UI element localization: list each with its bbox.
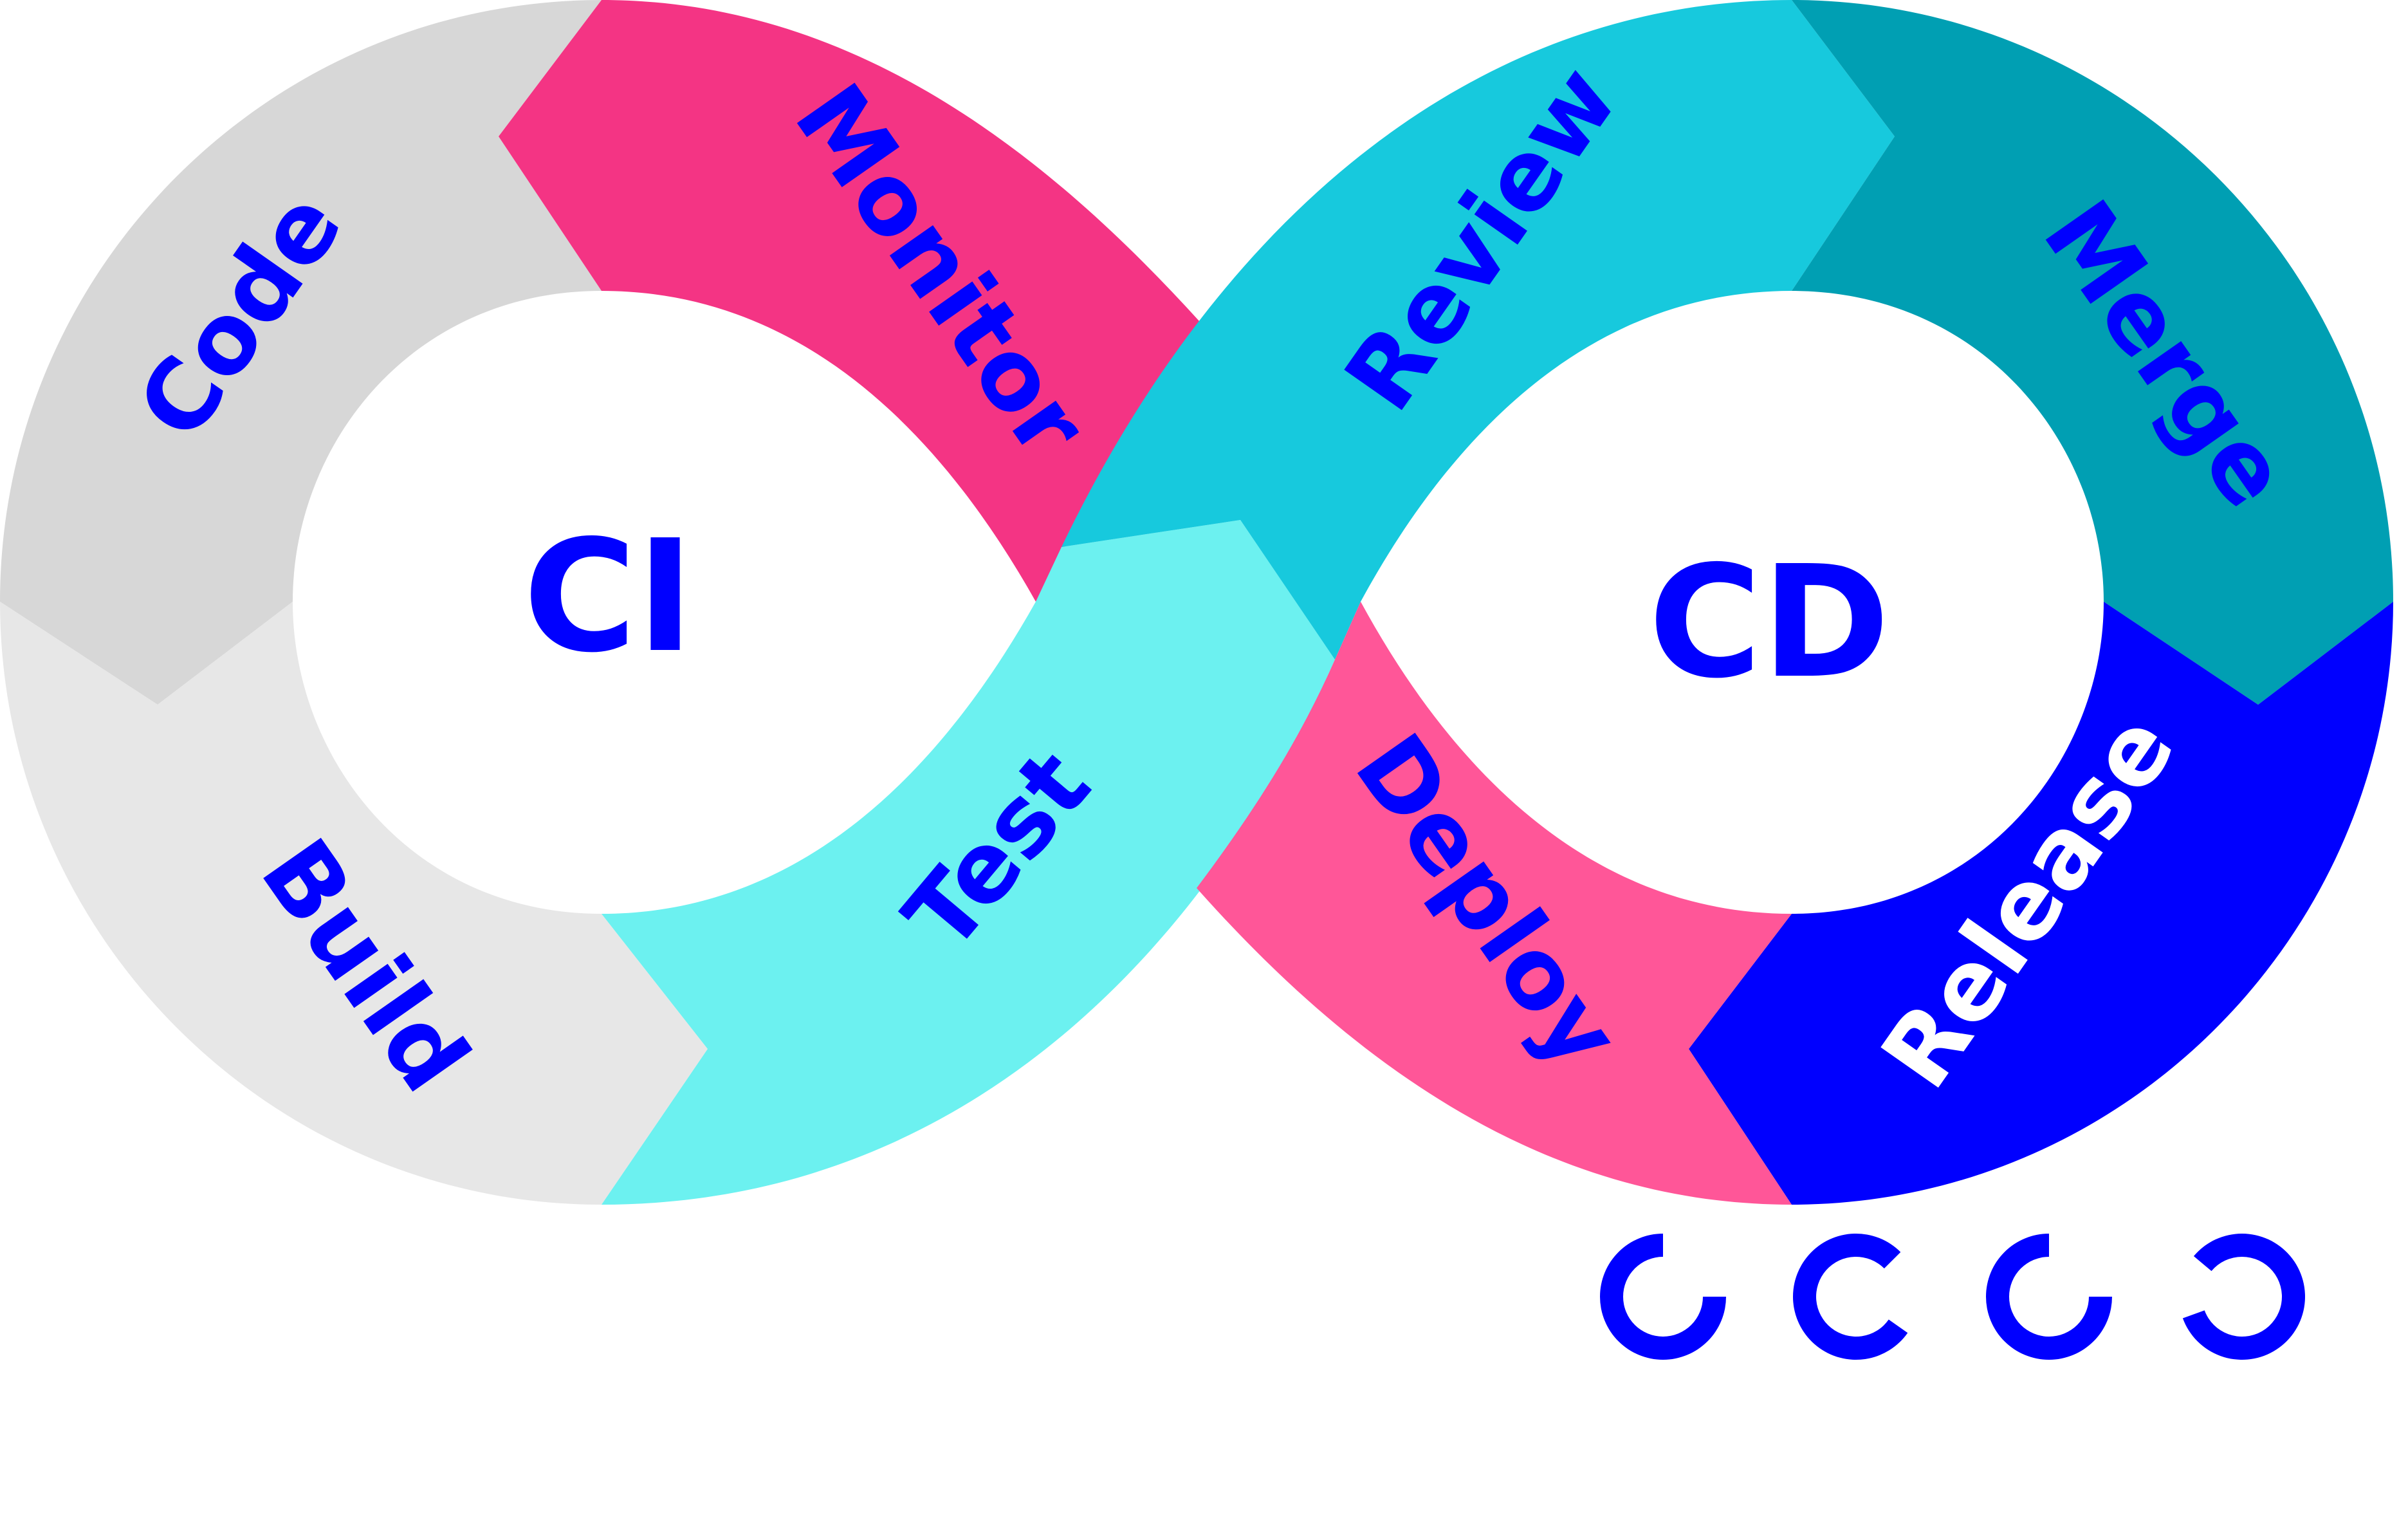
- loop-label-ci: CI: [523, 506, 694, 687]
- stage-segment-release: [1689, 602, 2393, 1205]
- stage-segment-deploy: [1197, 602, 1792, 1205]
- logo-glyph-1-icon: [1600, 1234, 1726, 1360]
- segments-layer: [0, 0, 2393, 1205]
- logo-glyph-4-icon: [2182, 1233, 2305, 1360]
- logo-glyph-2-icon: [1793, 1233, 1908, 1360]
- stage-segment-review: [1062, 0, 1895, 660]
- stage-segment-monitor: [499, 0, 1200, 602]
- stage-segment-test: [602, 520, 1335, 1205]
- loop-label-cd: CD: [1648, 532, 1889, 712]
- stage-segment-code: [0, 0, 602, 705]
- logo-marks: [1600, 1233, 2305, 1360]
- stage-segment-build: [0, 602, 708, 1205]
- logo-glyph-3-icon: [1986, 1234, 2112, 1360]
- stage-segment-merge: [1792, 0, 2393, 705]
